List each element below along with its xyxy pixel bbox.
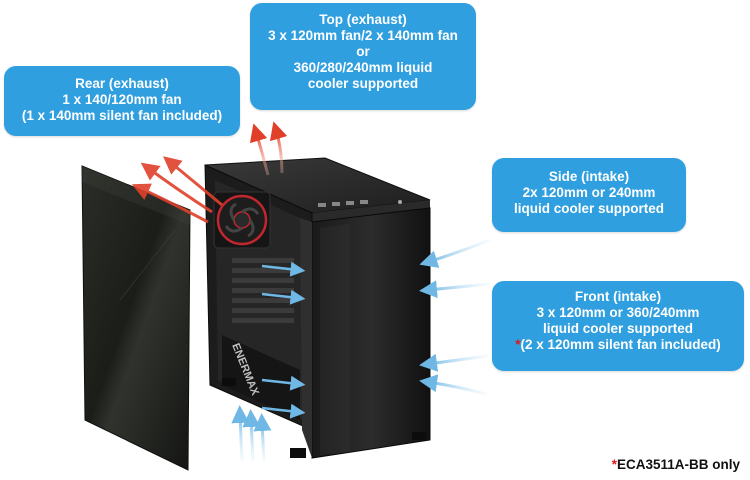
callout-title: Front (intake) xyxy=(574,289,662,304)
callout-line: liquid cooler supported xyxy=(513,201,664,216)
glass-side-panel xyxy=(81,165,191,471)
callout-line: 360/280/240mm liquid xyxy=(293,60,433,75)
top-io-ports xyxy=(318,200,402,207)
rear-exhaust-callout: Rear (exhaust) 1 x 140/120mm fan (1 x 14… xyxy=(4,66,240,136)
interior-intake-arrows xyxy=(261,261,306,419)
callout-title: Rear (exhaust) xyxy=(75,76,169,91)
callout-note: *(2 x 120mm silent fan included) xyxy=(492,337,744,353)
expansion-slots xyxy=(232,258,294,323)
callout-note-text: (2 x 120mm silent fan included) xyxy=(520,337,721,352)
callout-line: 3 x 120mm or 360/240mm xyxy=(536,305,700,320)
top-exhaust-callout: Top (exhaust) 3 x 120mm fan/2 x 140mm fa… xyxy=(250,3,476,110)
callout-line: or xyxy=(356,44,370,59)
asterisk-mark: * xyxy=(611,457,617,472)
rear-exhaust-arrows xyxy=(131,156,223,224)
callout-line: 2x 120mm or 240mm xyxy=(522,185,656,200)
model-footnote: *ECA3511A-BB only xyxy=(612,457,740,472)
callout-line: (1 x 140mm silent fan included) xyxy=(21,108,223,123)
callout-line: 3 x 120mm fan/2 x 140mm fan xyxy=(268,28,458,43)
footnote-text: ECA3511A-BB only xyxy=(616,457,740,472)
front-intake-callout: Front (intake) 3 x 120mm or 360/240mm li… xyxy=(492,281,744,371)
callout-title: Side (intake) xyxy=(548,169,630,184)
callout-line: 1 x 140/120mm fan xyxy=(62,92,182,107)
side-intake-arrows xyxy=(419,238,491,299)
callout-line: liquid cooler supported xyxy=(542,321,693,336)
top-exhaust-arrows xyxy=(249,121,288,176)
rear-fan xyxy=(213,191,271,249)
side-intake-callout: Side (intake) 2x 120mm or 240mm liquid c… xyxy=(492,158,686,232)
asterisk-mark: * xyxy=(515,337,521,352)
pc-case xyxy=(204,157,431,459)
callout-title: Top (exhaust) xyxy=(319,12,407,27)
front-intake-arrows xyxy=(419,353,489,396)
bottom-intake-arrows xyxy=(231,405,272,463)
callout-line: cooler supported xyxy=(307,76,419,91)
